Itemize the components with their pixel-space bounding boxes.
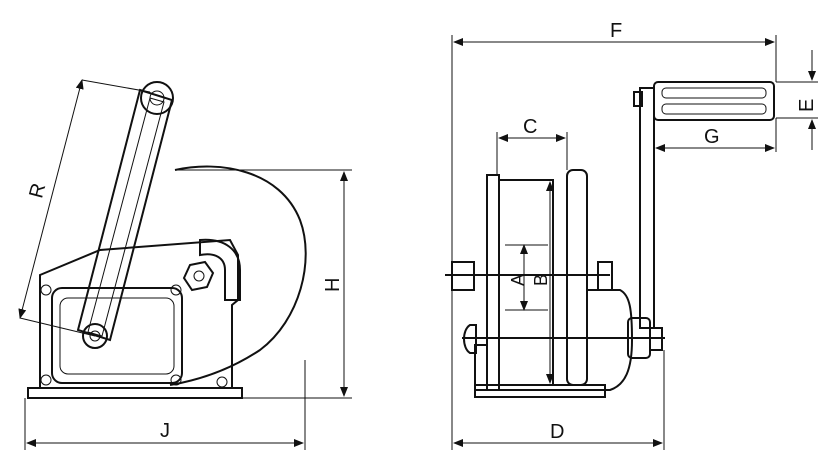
front-view: F C E G A B — [445, 20, 818, 450]
dimension-R: R — [18, 79, 151, 337]
housing-window-inner — [59, 297, 175, 375]
label-D: D — [550, 421, 564, 443]
drum-outline — [169, 165, 307, 386]
dimension-E: E — [776, 50, 818, 150]
pawl — [199, 238, 241, 301]
base-plate — [27, 387, 243, 399]
bolt-icons — [40, 260, 228, 388]
housing-base — [474, 384, 606, 398]
label-J: J — [160, 420, 170, 442]
dimension-J: J — [24, 360, 306, 450]
drum-flange-left — [486, 174, 500, 391]
label-F: F — [610, 20, 622, 42]
gear-housing — [474, 289, 634, 391]
dimension-G: G — [655, 118, 777, 152]
label-B: B — [531, 274, 551, 286]
label-H: H — [322, 278, 344, 292]
shaft-nut-left — [451, 261, 475, 291]
dimension-C: C — [496, 116, 568, 175]
housing-window — [51, 287, 183, 384]
dimension-A: A — [508, 244, 528, 311]
dimension-H: H — [175, 169, 352, 399]
hub-nut — [649, 327, 663, 351]
crank-arm — [76, 81, 174, 349]
label-R: R — [25, 181, 50, 201]
crank-lever — [639, 87, 655, 329]
label-C: C — [523, 116, 537, 138]
dimension-B: B — [531, 181, 554, 384]
dimension-D: D — [451, 290, 665, 450]
shaft-nut-right — [597, 261, 613, 291]
label-E: E — [796, 99, 818, 112]
label-A: A — [508, 274, 528, 286]
side-view: R H J — [18, 79, 352, 450]
drum-flange-right — [566, 169, 588, 386]
housing-frame — [39, 238, 239, 388]
label-G: G — [704, 126, 720, 148]
crank-handle — [653, 81, 775, 121]
dimension-F: F — [451, 20, 777, 262]
pinion-bolt — [463, 324, 477, 354]
